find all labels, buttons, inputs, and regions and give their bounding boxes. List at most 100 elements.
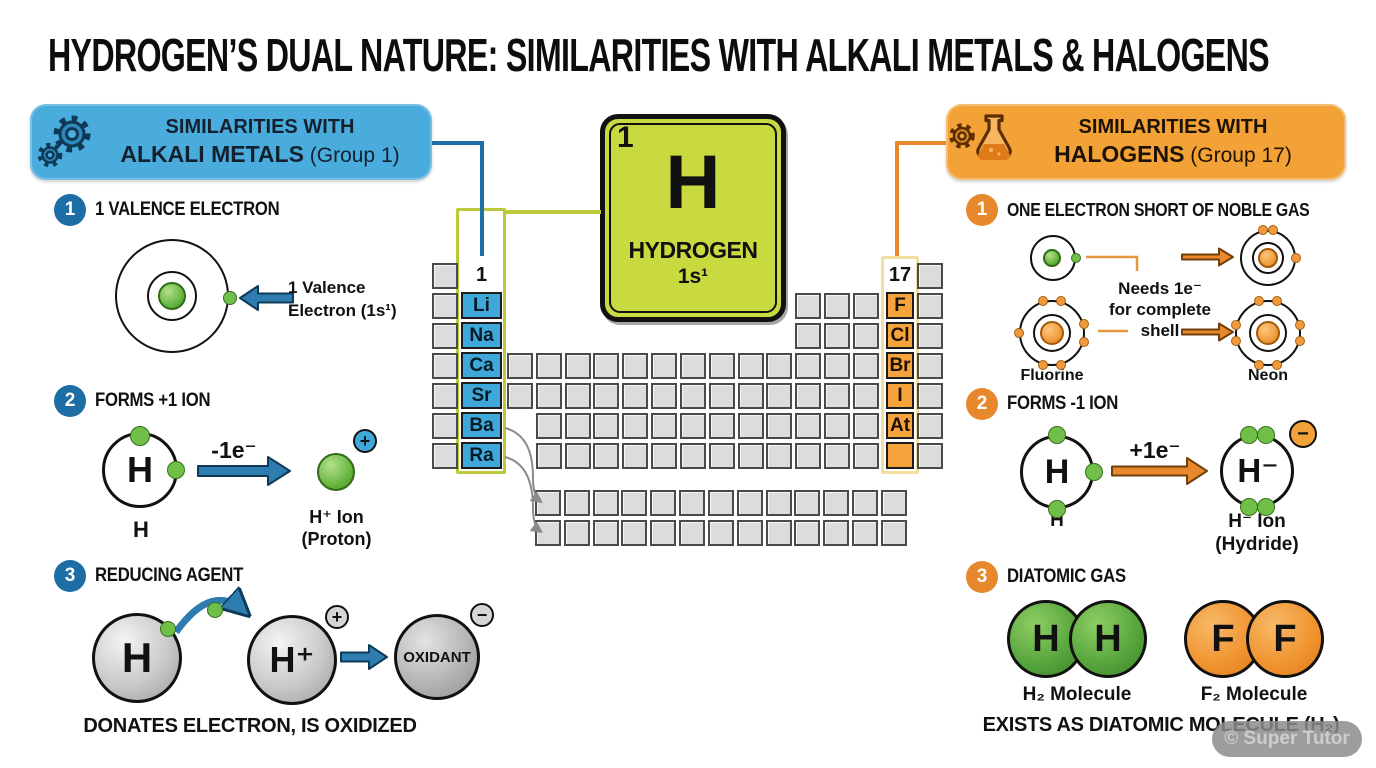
electron-dot (1231, 336, 1241, 346)
table-cell (853, 323, 879, 349)
table-cell (680, 413, 706, 439)
atomic-number: 1 (617, 121, 634, 154)
halogen-banner-line2: HALOGENS (Group 17) (1054, 140, 1292, 167)
point-number-badge: 3 (54, 560, 86, 592)
table-cell-left (432, 443, 458, 469)
actinide-row-cell (852, 520, 878, 546)
table-cell (565, 413, 591, 439)
actinide-row-cell (823, 520, 849, 546)
table-cell (651, 383, 677, 409)
group17-label: 17 (888, 264, 912, 286)
minus-electron-label: -1e⁻ (211, 437, 257, 463)
lanthanide-row-cell (535, 490, 561, 516)
table-cell (507, 383, 533, 409)
table-cell (709, 443, 735, 469)
watermark: © Super Tutor (1212, 721, 1362, 757)
alkali-cell-Na: Na (461, 322, 502, 349)
halogen-banner-text: SIMILARITIES WITH HALOGENS (Group 17) (1024, 115, 1346, 169)
table-cell-left (432, 263, 458, 289)
h-to-noble-arrow (1181, 247, 1234, 267)
actinide-row-cell (535, 520, 561, 546)
halogen-point-3: 3 DIATOMIC GAS (966, 561, 1142, 593)
electron-dot (1056, 360, 1066, 370)
electron-configuration: 1s¹ (677, 265, 709, 288)
table-cell (824, 323, 850, 349)
neon-label: Neon (1248, 367, 1288, 384)
halogen-cell-Br: Br (886, 352, 914, 379)
halogen-cell-Cl: Cl (886, 322, 914, 349)
point-heading: FORMS -1 ION (1007, 393, 1119, 414)
proton-sphere (317, 453, 355, 491)
plus-electron-label: +1e⁻ (1129, 437, 1181, 463)
h-atom-symbol: H (127, 449, 153, 490)
h2-molecule-label: H₂ Molecule (1022, 684, 1132, 705)
point-heading: ONE ELECTRON SHORT OF NOBLE GAS (1007, 199, 1310, 220)
electron-dot (1254, 296, 1264, 306)
actinide-row-cell (621, 520, 647, 546)
electron-shell-ring (147, 271, 197, 321)
table-cell (853, 443, 879, 469)
hydride-label: H⁻ Ion (Hydride) (1215, 511, 1299, 555)
point-heading: FORMS +1 ION (95, 390, 211, 411)
actinide-row-cell (737, 520, 763, 546)
electron-dot (1257, 426, 1275, 444)
table-cell (824, 413, 850, 439)
table-cell (766, 383, 792, 409)
lanthanide-row-cell (766, 490, 792, 516)
minus-charge-badge: − (470, 603, 494, 627)
table-cell (507, 353, 533, 379)
to-oxidant-arrow (340, 644, 388, 670)
table-cell (766, 353, 792, 379)
table-cell (824, 293, 850, 319)
table-cell (565, 353, 591, 379)
table-cell-group18 (917, 413, 943, 439)
halogen-point-1: 1 ONE ELECTRON SHORT OF NOBLE GAS (966, 194, 1351, 226)
table-cell (593, 443, 619, 469)
table-cell-left (432, 293, 458, 319)
electron-dot (1272, 360, 1282, 370)
point-number-badge: 2 (966, 388, 998, 420)
halogen-banner-connector (895, 141, 946, 256)
nucleus (1256, 321, 1280, 345)
lanthanide-row-cell (564, 490, 590, 516)
table-cell (536, 353, 562, 379)
electron-dot (1079, 319, 1089, 329)
table-cell (622, 413, 648, 439)
electron-dot (1258, 225, 1268, 235)
table-cell-group18 (917, 323, 943, 349)
table-cell (795, 443, 821, 469)
halogen-banner: SIMILARITIES WITH HALOGENS (Group 17) (946, 104, 1346, 180)
alkali-point-2: 2 FORMS +1 ION (54, 385, 226, 417)
point-heading: 1 VALENCE ELECTRON (95, 199, 280, 220)
alkali-banner-text: SIMILARITIES WITH ALKALI METALS (Group 1… (108, 115, 432, 169)
oxidized-caption: DONATES ELECTRON, IS OXIDIZED (83, 715, 417, 737)
alkali-cell-Ca: Ca (461, 352, 502, 379)
table-cell-left (432, 413, 458, 439)
table-cell (680, 353, 706, 379)
electron-dot (207, 602, 223, 618)
table-cell-left (432, 383, 458, 409)
electron-dot (130, 426, 150, 446)
table-cell (738, 383, 764, 409)
point-number-badge: 2 (54, 385, 86, 417)
needs-electron-label: Needs 1e⁻ for complete shell (1108, 279, 1212, 340)
actinide-row-cell (881, 520, 907, 546)
electron-dot (1048, 426, 1066, 444)
element-symbol: H (665, 140, 721, 225)
alkali-banner-line1: SIMILARITIES WITH (165, 115, 355, 138)
table-cell (565, 383, 591, 409)
table-cell (766, 413, 792, 439)
alkali-cell-Li: Li (461, 292, 502, 319)
point-heading: DIATOMIC GAS (1007, 566, 1126, 587)
lanthanide-row-cell (708, 490, 734, 516)
h2-atom-right: H (1069, 600, 1147, 678)
fluorine-label: Fluorine (1020, 367, 1084, 384)
point-number-badge: 1 (54, 194, 86, 226)
electron-dot (1048, 500, 1066, 518)
lanthanide-row-cell (794, 490, 820, 516)
electron-dot (1231, 320, 1241, 330)
table-cell (651, 413, 677, 439)
alkali-cell-Sr: Sr (461, 382, 502, 409)
electron-dot (1268, 225, 1278, 235)
lanthanide-row-cell (881, 490, 907, 516)
